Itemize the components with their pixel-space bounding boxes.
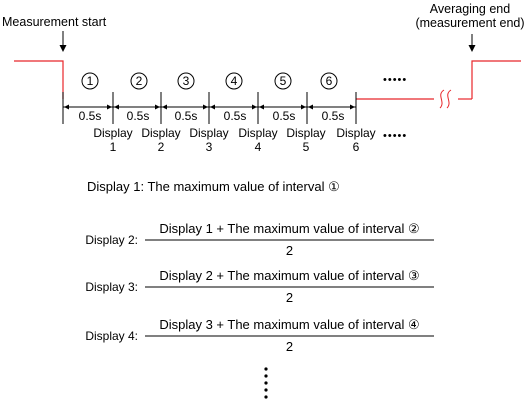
display-label-3: Display 3 [184, 126, 234, 154]
interval-number-6: 6 [325, 74, 333, 88]
duration-2: 0.5s [126, 109, 150, 123]
end-arrow [468, 34, 476, 52]
signal-waveform [14, 60, 521, 100]
display-label-1-num: 1 [109, 140, 117, 154]
display-label-5-num: 5 [302, 140, 310, 154]
measurement-start-label: Measurement start [2, 15, 107, 29]
fraction-bars [145, 239, 434, 337]
equation-2-label: Display 2: [85, 233, 138, 247]
display-ellipsis: ••••• [383, 130, 408, 142]
signal-before-start [14, 60, 64, 99]
equation-2-numerator: Display 1 + The maximum value of interva… [159, 221, 420, 236]
duration-5: 0.5s [272, 109, 296, 123]
equation-2-denominator: 2 [285, 243, 294, 258]
display-label-6-num: 6 [352, 140, 360, 154]
averaging-end-line1: Averaging end [429, 2, 511, 16]
interval-circle-6 [320, 72, 338, 90]
continuation-dots [263, 366, 271, 402]
display-label-2: Display 2 [136, 126, 186, 154]
dimension-arrows [63, 104, 356, 110]
continuation-dots-graphic [264, 367, 268, 399]
equation-4-label: Display 4: [85, 329, 138, 343]
display-label-4-word: Display [238, 126, 278, 140]
interval-circle-1 [81, 72, 99, 90]
display-label-1-word: Display [93, 126, 133, 140]
interval-circle-3 [177, 72, 195, 90]
display-label-5: Display 5 [281, 126, 331, 154]
duration-1: 0.5s [78, 109, 102, 123]
intervals-ellipsis: ••••• [383, 74, 408, 86]
interval-number-4: 4 [230, 74, 238, 88]
equation-3-denominator: 2 [285, 290, 294, 305]
equation-3-label: Display 3: [85, 280, 138, 294]
display-label-4: Display 4 [233, 126, 283, 154]
display-label-3-word: Display [189, 126, 229, 140]
equation-4-denominator: 2 [285, 339, 294, 354]
display-label-6-word: Display [336, 126, 376, 140]
start-arrow [59, 31, 67, 52]
equation-3-numerator: Display 2 + The maximum value of interva… [159, 268, 420, 283]
display-label-4-num: 4 [254, 140, 262, 154]
interval-circle-5 [274, 72, 292, 90]
display-label-3-num: 3 [205, 140, 213, 154]
duration-3: 0.5s [174, 109, 198, 123]
averaging-end-label: Averaging end (measurement end) [412, 2, 528, 30]
interval-number-2: 2 [135, 74, 143, 88]
display-label-2-num: 2 [157, 140, 165, 154]
display1-definition: Display 1: The maximum value of interval… [87, 179, 340, 194]
interval-number-1: 1 [86, 74, 94, 88]
duration-6: 0.5s [321, 109, 345, 123]
duration-4: 0.5s [223, 109, 247, 123]
interval-ticks [62, 92, 357, 124]
display-label-5-word: Display [286, 126, 326, 140]
display-label-1: Display 1 [88, 126, 138, 154]
averaging-end-line2: (measurement end) [415, 16, 525, 30]
signal-after-end [471, 60, 521, 99]
break-symbol [439, 89, 452, 109]
interval-circles [81, 72, 338, 90]
interval-number-5: 5 [279, 74, 287, 88]
interval-number-3: 3 [182, 74, 190, 88]
equation-4-numerator: Display 3 + The maximum value of interva… [159, 317, 420, 332]
interval-circle-2 [130, 72, 148, 90]
display-label-2-word: Display [141, 126, 181, 140]
display-label-6: Display 6 [331, 126, 381, 154]
interval-circle-4 [225, 72, 243, 90]
